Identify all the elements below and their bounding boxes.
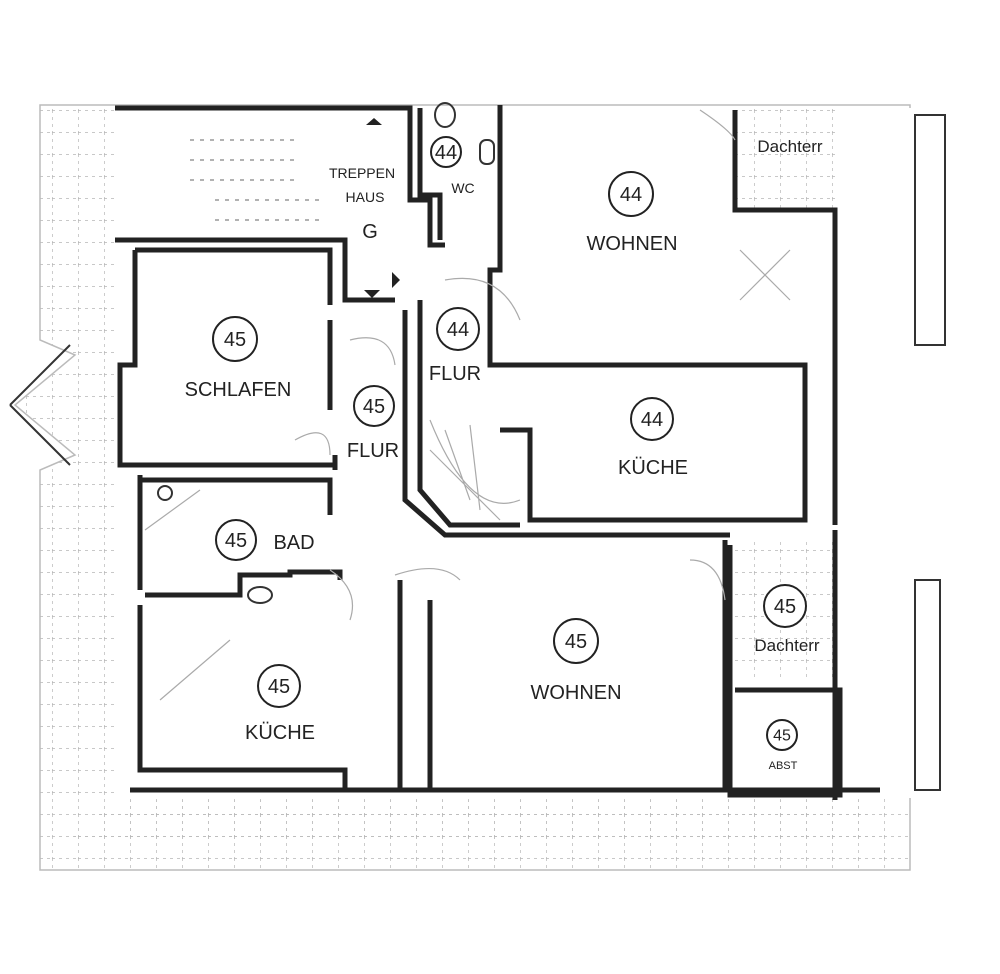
unit-badge: 45 (225, 530, 247, 552)
room-dachterrasse-45: 45 Dachterr (754, 584, 820, 655)
room-label: Dachterr (754, 636, 820, 655)
arrow-down-icon (364, 290, 380, 298)
room-flur-44: 44 FLUR (429, 307, 481, 385)
doors (144, 109, 791, 701)
unit-badge: 45 (224, 329, 246, 351)
room-label: TREPPEN (329, 165, 395, 181)
unit-badge: 45 (565, 631, 587, 653)
room-treppenhaus: TREPPEN HAUS G (329, 165, 395, 243)
toilet-icon (434, 102, 456, 128)
room-wc-44: 44 WC (430, 102, 495, 196)
room-schlafen-45: 45 SCHLAFEN (185, 316, 292, 401)
stair-arrows (364, 118, 400, 298)
room-abstellraum-45: 45 ABST (766, 719, 798, 772)
unit-badge: 44 (620, 184, 642, 206)
room-flur-45: 45 FLUR (347, 385, 399, 462)
room-label: BAD (273, 532, 314, 554)
room-label: WOHNEN (586, 233, 677, 255)
room-bad-45: 45 BAD (157, 485, 315, 604)
window-east-lower (914, 579, 941, 791)
unit-badge: 44 (641, 409, 663, 431)
unit-badge: 45 (774, 596, 796, 618)
room-wohnen-45: 45 WOHNEN (530, 618, 622, 704)
unit-badge: 44 (447, 319, 469, 341)
arrow-right-icon (392, 272, 400, 288)
sink-icon (479, 139, 495, 165)
room-label: HAUS (346, 189, 385, 205)
room-label: Dachterr (757, 137, 823, 156)
room-wohnen-44: 44 WOHNEN (586, 171, 678, 255)
roof-area (9, 104, 946, 871)
room-label: ABST (769, 760, 798, 772)
room-kueche-44: 44 KÜCHE (618, 397, 688, 479)
arrow-up-icon (366, 118, 382, 125)
unit-badge: 44 (435, 142, 457, 164)
toilet-icon (247, 586, 273, 604)
window-east-upper (914, 114, 946, 346)
room-kueche-45: 45 KÜCHE (245, 664, 315, 744)
shower-icon (157, 485, 173, 501)
bay-window (9, 344, 71, 466)
room-label: WOHNEN (530, 682, 621, 704)
room-marker: G (362, 221, 378, 243)
room-label: WC (451, 180, 474, 196)
room-label: KÜCHE (245, 722, 315, 744)
room-label: FLUR (429, 363, 481, 385)
room-dachterrasse-44: Dachterr (757, 137, 823, 156)
stairs (190, 139, 521, 521)
room-label: FLUR (347, 440, 399, 462)
walls (115, 105, 880, 800)
unit-badge: 45 (268, 676, 290, 698)
room-label: KÜCHE (618, 457, 688, 479)
room-label: SCHLAFEN (185, 379, 292, 401)
unit-badge: 45 (363, 396, 385, 418)
unit-badge: 45 (773, 728, 791, 745)
